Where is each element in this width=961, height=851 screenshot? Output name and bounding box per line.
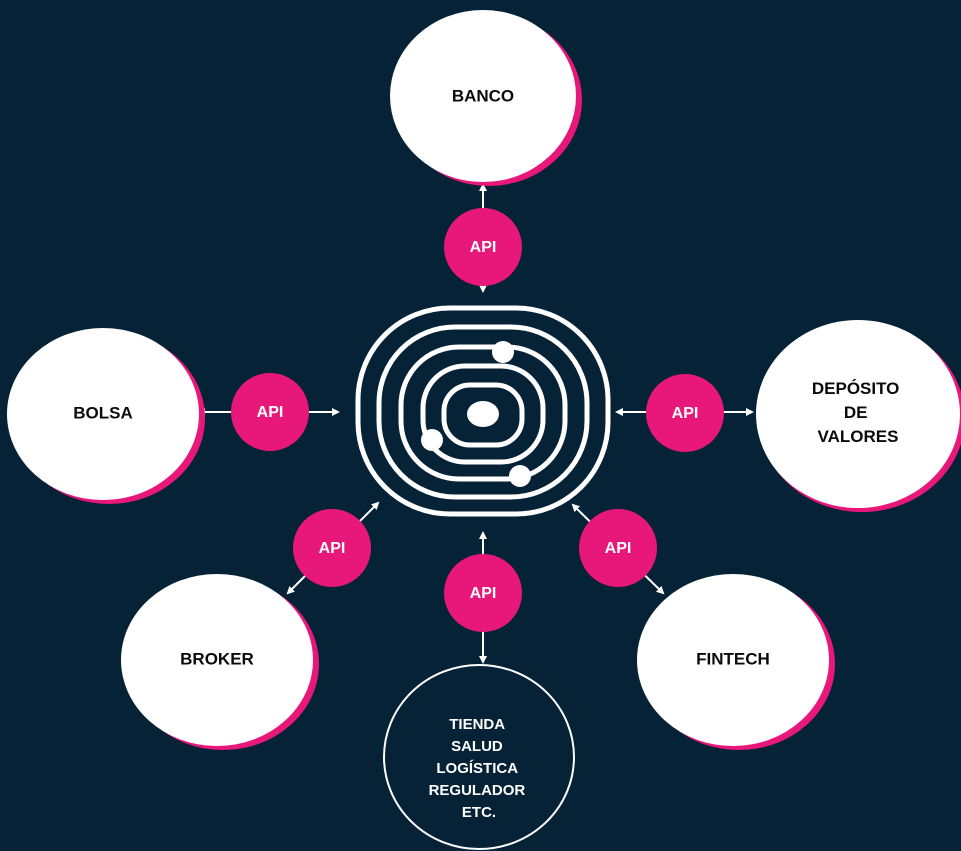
- node-otros-line-4: REGULADOR: [429, 782, 526, 799]
- center-ring-1: [355, 305, 611, 517]
- node-otros-line-3: LOGÍSTICA: [436, 760, 518, 777]
- api-badge-otros: API: [444, 554, 522, 632]
- api-badge-fintech-label: API: [605, 540, 632, 557]
- node-broker: BROKER: [121, 574, 319, 750]
- node-otros-line-5: ETC.: [462, 804, 496, 821]
- orbit-dot-2: [421, 429, 443, 451]
- concentric-spiral-platform-icon: [355, 305, 611, 517]
- api-badge-deposito-label: API: [672, 405, 699, 422]
- node-otros-line-2: SALUD: [451, 738, 503, 755]
- node-broker-label: BROKER: [180, 649, 254, 668]
- center-ring-2: [376, 324, 590, 500]
- api-badge-banco: API: [444, 208, 522, 286]
- node-otros-line-1: TIENDA: [449, 716, 505, 733]
- node-bolsa-label: BOLSA: [73, 403, 133, 422]
- node-deposito-label: DEPÓSITO DE VALORES: [812, 379, 904, 446]
- api-badge-fintech: API: [579, 509, 657, 587]
- api-badge-otros-label: API: [470, 585, 497, 602]
- orbit-dot-1: [492, 341, 514, 363]
- node-bolsa: BOLSA: [7, 328, 205, 504]
- node-fintech-label: FINTECH: [696, 649, 770, 668]
- node-fintech: FINTECH: [637, 574, 835, 750]
- api-badge-deposito: API: [646, 374, 724, 452]
- center-ring-5: [441, 382, 525, 448]
- node-banco: BANCO: [390, 10, 582, 186]
- node-deposito-line-2: DE: [844, 403, 868, 422]
- node-otros-label: TIENDA SALUD LOGÍSTICA REGULADOR ETC.: [429, 716, 530, 821]
- api-badge-bolsa-label: API: [257, 404, 284, 421]
- node-deposito-line-3: VALORES: [818, 427, 899, 446]
- orbit-dot-3: [509, 465, 531, 487]
- api-badge-bolsa: API: [231, 373, 309, 451]
- center-ring-3: [398, 344, 568, 482]
- api-badge-banco-label: API: [470, 239, 497, 256]
- node-otros: TIENDA SALUD LOGÍSTICA REGULADOR ETC.: [383, 664, 575, 850]
- node-deposito-line-1: DEPÓSITO: [812, 379, 900, 398]
- node-banco-label: BANCO: [452, 86, 514, 105]
- center-core: [467, 401, 499, 427]
- api-badge-broker-label: API: [319, 540, 346, 557]
- center-ring-4: [420, 363, 546, 465]
- api-badge-broker: API: [293, 509, 371, 587]
- node-deposito: DEPÓSITO DE VALORES: [756, 320, 961, 512]
